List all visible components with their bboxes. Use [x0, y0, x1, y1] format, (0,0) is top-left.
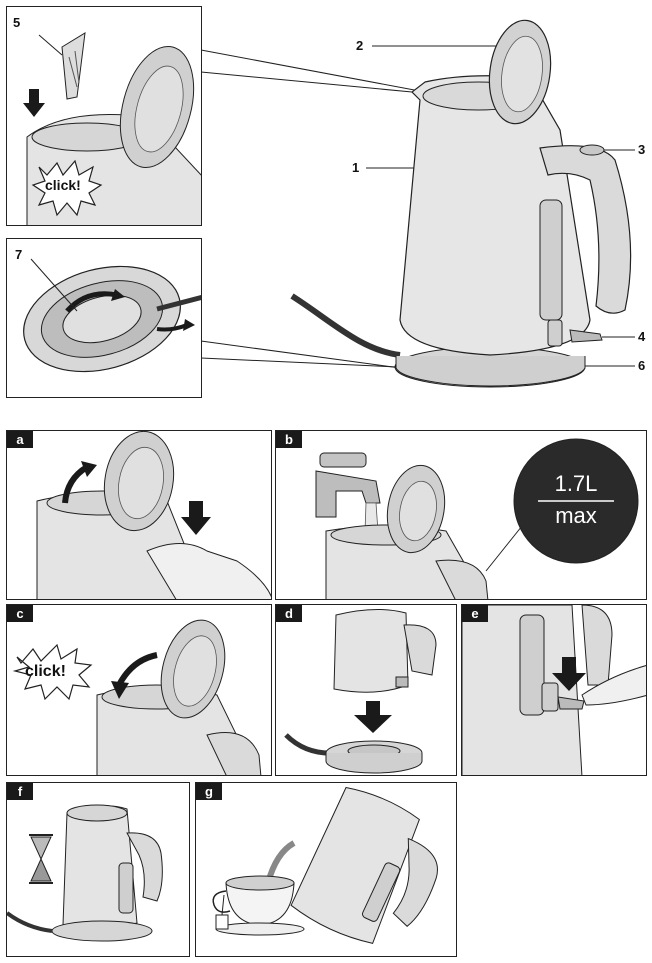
- callout-4: 4: [638, 329, 646, 344]
- callout-7: 7: [15, 247, 23, 262]
- step-panel-d: d: [275, 604, 457, 776]
- step-g-illustration: [212, 786, 438, 944]
- step-panel-c: c click!: [6, 604, 272, 776]
- step-e-illustration: [462, 605, 646, 775]
- main-kettle-illustration: [290, 19, 632, 388]
- filter-detail-illustration: [23, 32, 201, 225]
- step-panel-a: a: [6, 430, 272, 600]
- callout-5: 5: [13, 15, 21, 30]
- click-label-c: click!: [25, 663, 66, 680]
- callout-3: 3: [638, 142, 646, 157]
- callout-2: 2: [356, 38, 364, 53]
- step-label-c: c: [7, 605, 33, 622]
- step-label-e: e: [462, 605, 488, 622]
- detail-filter-box: 5 click!: [6, 6, 202, 226]
- capacity-label-bottom: max: [555, 503, 597, 528]
- base-detail-illustration: [23, 258, 201, 373]
- step-label-d: d: [276, 605, 302, 622]
- step-label-g: g: [196, 783, 222, 800]
- step-panel-e: e: [461, 604, 647, 776]
- callout-1: 1: [352, 160, 360, 175]
- capacity-label-top: 1.7L: [554, 471, 598, 496]
- step-label-b: b: [276, 431, 302, 448]
- step-b-illustration: [315, 438, 639, 599]
- step-panel-b: b 1.7L max: [275, 430, 647, 600]
- step-c-illustration: [12, 619, 262, 775]
- step-panel-g: g: [195, 782, 457, 957]
- step-label-a: a: [7, 431, 33, 448]
- step-label-f: f: [7, 783, 33, 800]
- step-f-illustration: [7, 804, 163, 942]
- step-a-illustration: [36, 431, 271, 599]
- step-d-illustration: [284, 608, 437, 774]
- callout-6: 6: [638, 358, 646, 373]
- step-panel-f: f: [6, 782, 190, 957]
- click-label-top: click!: [45, 177, 81, 193]
- detail-base-box: 7: [6, 238, 202, 398]
